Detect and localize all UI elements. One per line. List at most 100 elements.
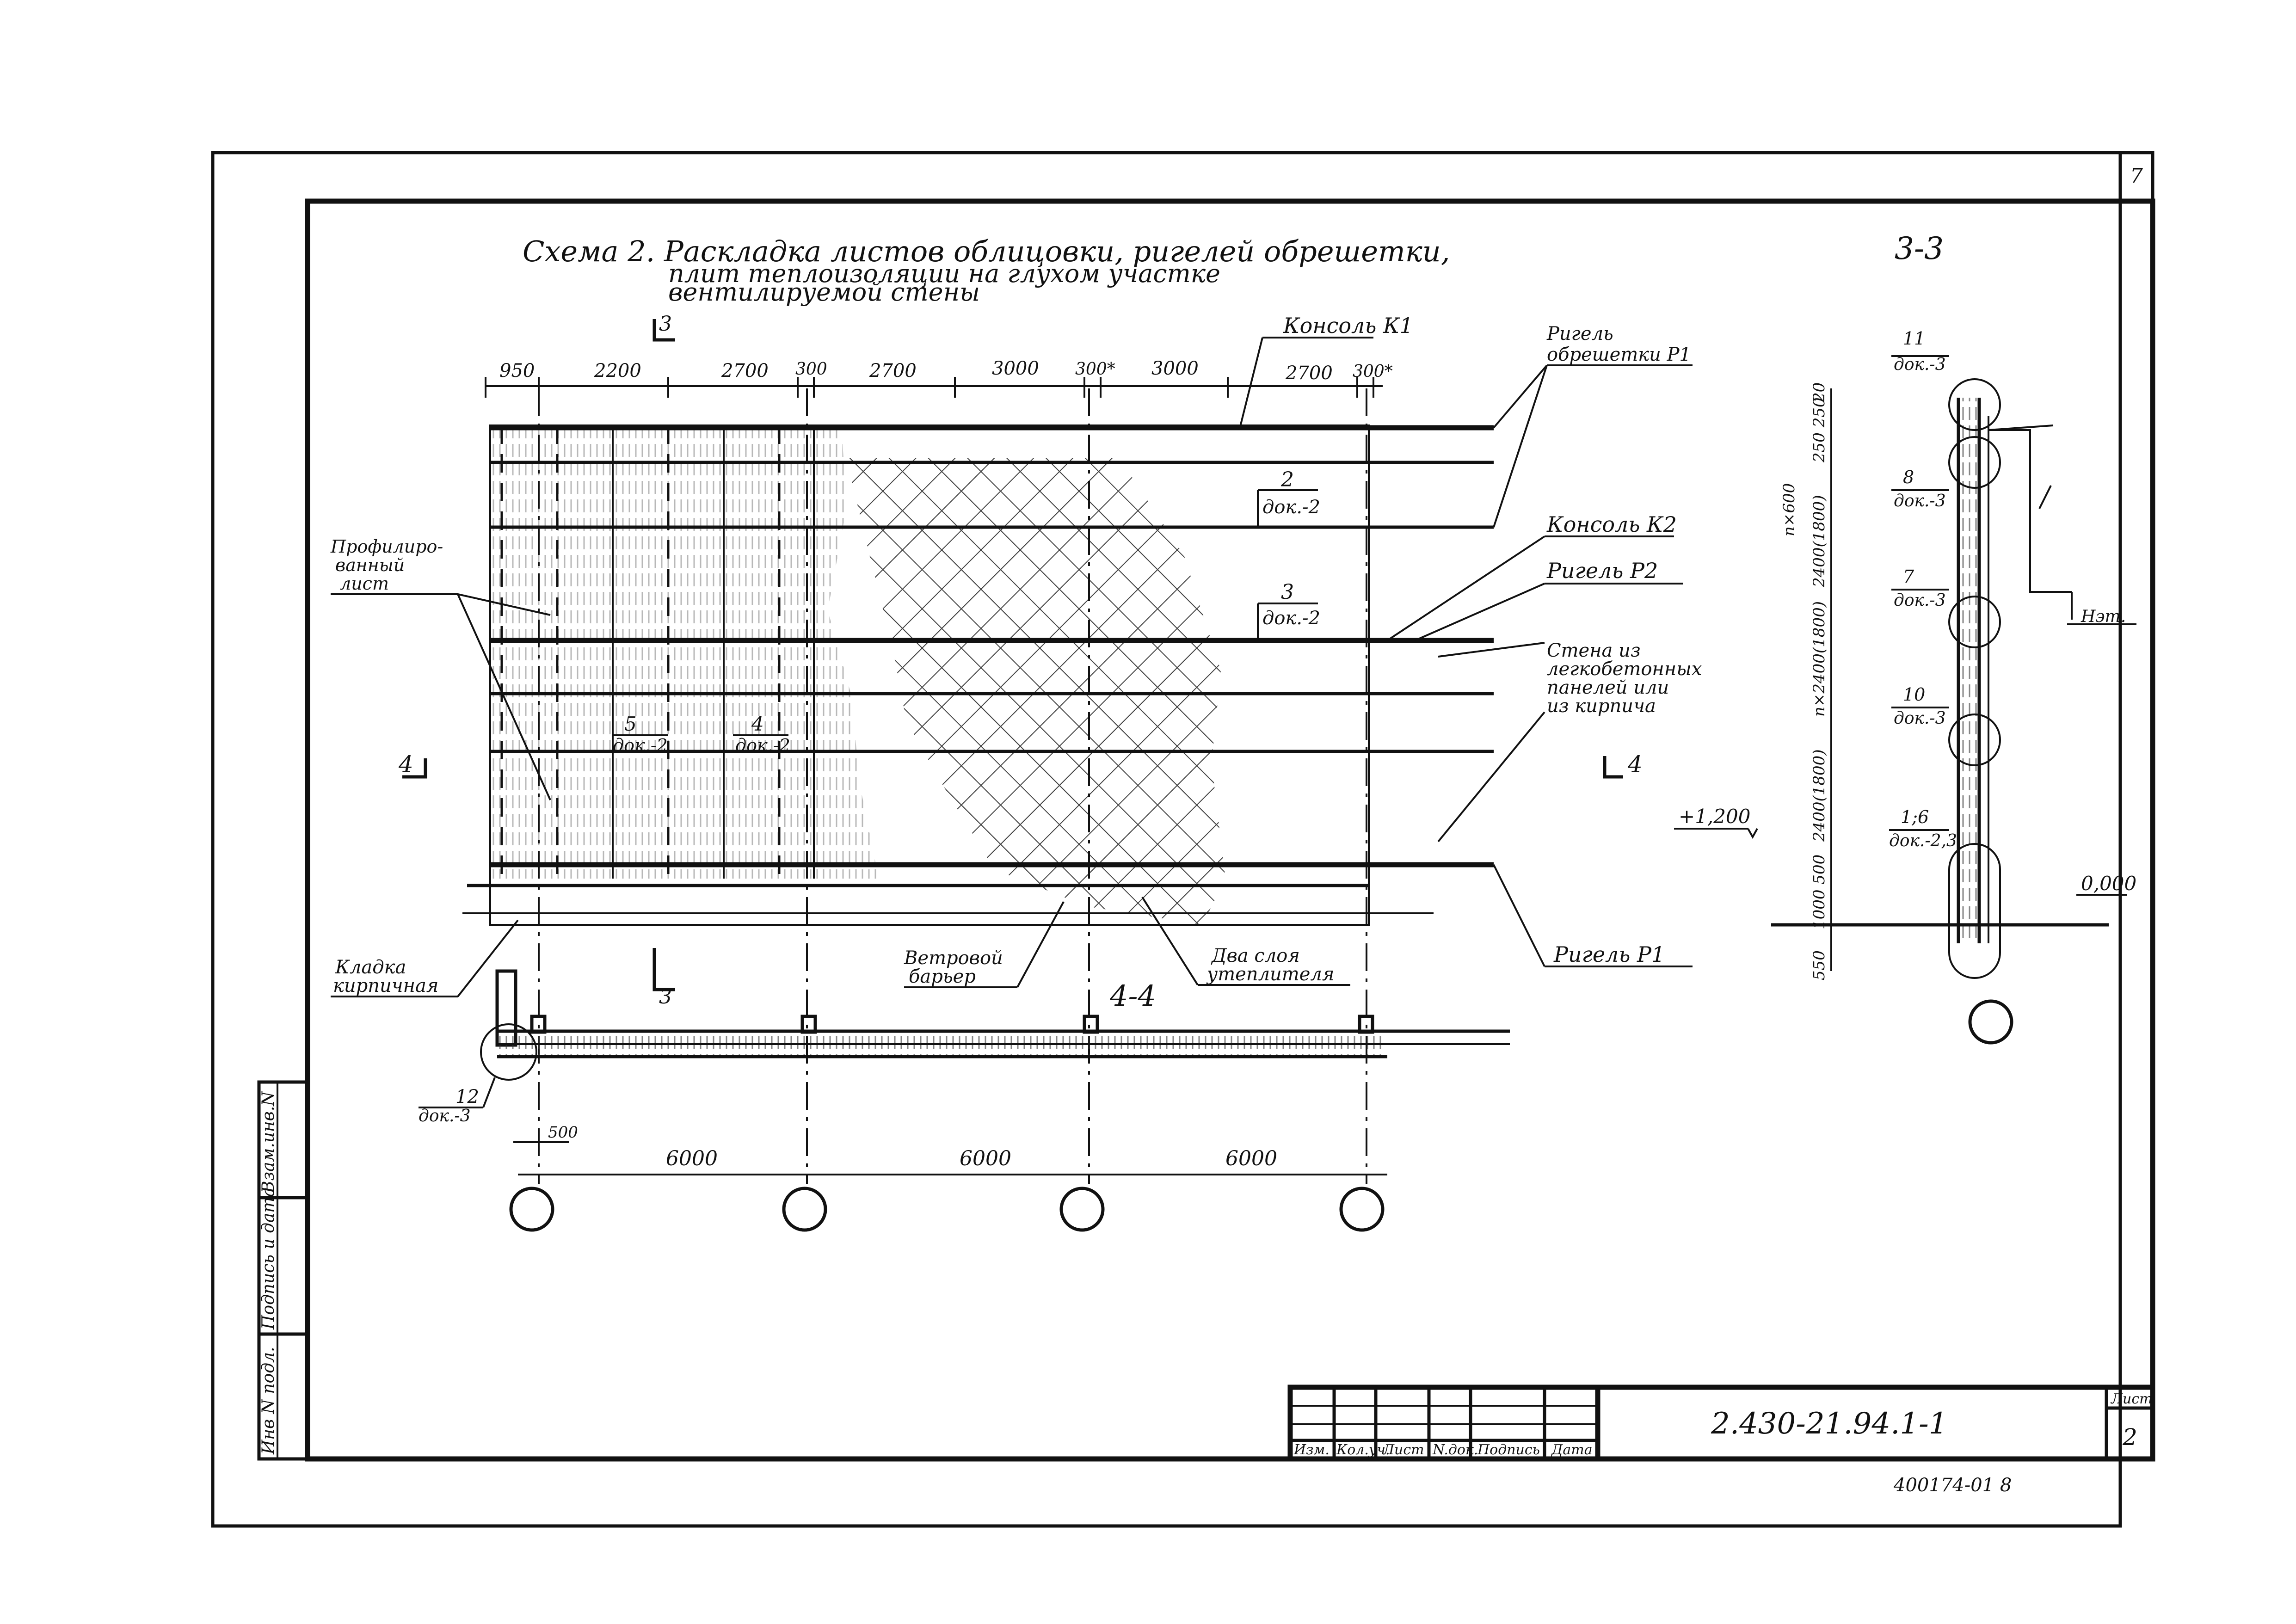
profiled-sheet-area [490, 425, 879, 879]
node-1-6-capsule [1948, 843, 2001, 979]
svg-text:док.-2,3: док.-2,3 [1889, 831, 1957, 850]
cut-3-top-label: 3 [659, 312, 672, 336]
tb-sheet-label: Лист [2110, 1391, 2153, 1407]
svg-text:3: 3 [1281, 580, 1294, 604]
console-k2-label: Консоль К2 [1546, 512, 1677, 537]
rigel-p2-label: Ригель Р2 [1546, 558, 1658, 583]
svg-text:док.-2: док.-2 [613, 735, 668, 756]
cut-mark-3-top [652, 319, 675, 342]
axis-bubble-1 [509, 1187, 554, 1232]
console-k1-label: Консоль К1 [1283, 313, 1413, 338]
sec-dim-2400-b: 2400(1800) [1810, 749, 1828, 842]
axis-bubble-2 [782, 1187, 827, 1232]
scheme-title-line-3: вентилируемой стены [668, 277, 980, 307]
dim-300-a: 300 [795, 360, 827, 379]
wind-barrier-label-1: Ветровой [904, 947, 1003, 969]
svg-text:док.-2: док.-2 [1262, 608, 1320, 629]
insulation-crosshatch [846, 458, 1225, 925]
plan-dim-2: 6000 [960, 1147, 1011, 1170]
sec-dim-2400-a: 2400(1800) [1810, 495, 1828, 588]
tb-col-izm: Изм. [1293, 1442, 1330, 1458]
stamp-inv-orig: Инв N подл. [259, 1347, 278, 1455]
node-11-circle [1948, 378, 2001, 431]
callout-4: 4 док.-2 [733, 713, 790, 756]
section-callouts: 11 док.-3 8 док.-3 7 док.-3 10 док.-3 1;… [1889, 328, 1957, 850]
dim-300-star-a: 300* [1075, 360, 1115, 379]
profiled-sheet-label-3: лист [340, 573, 389, 594]
two-layers-label-1: Два слоя [1211, 945, 1300, 966]
tb-col-ndok: N.док. [1432, 1442, 1478, 1458]
inner-frame [305, 198, 2155, 1462]
svg-text:5: 5 [624, 713, 637, 735]
dim-3000-b: 3000 [1151, 358, 1199, 379]
axis-bubble-4 [1339, 1187, 1385, 1232]
two-layers-label-2: утеплителя [1206, 964, 1334, 985]
profiled-sheet-label-2: ванный [335, 555, 405, 575]
rigel-lines [462, 425, 1494, 914]
sec-dim-1000-500: 1000 500 [1810, 855, 1828, 929]
outer-frame [211, 151, 2122, 1528]
side-stamp: Взам.инв.N Подпись и дата Инв N подл. [257, 1080, 309, 1461]
corner-page-box [2118, 151, 2154, 203]
plan-dim-1: 6000 [666, 1147, 718, 1170]
cut-4-left-label: 4 [398, 751, 413, 778]
node-7-circle [1948, 596, 2001, 648]
sec-dim-20: 20 [1810, 382, 1828, 403]
scheme-title-line-2: плит теплоизоляции на глухом участке [668, 259, 1220, 288]
cut-mark-3-bottom [652, 948, 675, 991]
svg-text:4: 4 [751, 713, 764, 735]
svg-text:док.-2: док.-2 [735, 735, 790, 756]
tb-sheet-number: 2 [2122, 1424, 2137, 1451]
cut-4-right-label: 4 [1627, 751, 1643, 778]
node-8-circle [1948, 436, 2001, 489]
wall-label-3: панелей или [1547, 677, 1669, 698]
cut-3-bottom-label: 3 [659, 985, 672, 1009]
rigel-p1-top-label-1: Ригель [1546, 323, 1613, 344]
elevation-view: 950 2200 2700 300 2700 3000 300* 3000 27… [330, 312, 1702, 1184]
tb-designation: 2.430-21.94.1-1 [1711, 1407, 1947, 1441]
sec-dim-550: 550 [1810, 950, 1828, 980]
svg-text:док.-3: док.-3 [1894, 355, 1946, 374]
brick-masonry-label-2: кирпичная [333, 975, 438, 997]
plan-callout-doc: док.-3 [419, 1107, 471, 1126]
dim-300-star-b: 300* [1353, 362, 1393, 381]
svg-text:док.-2: док.-2 [1262, 497, 1320, 518]
dim-2200: 2200 [594, 360, 641, 381]
dim-2700-a: 2700 [721, 360, 769, 381]
plan-offset-dim: 500 [548, 1123, 578, 1142]
dim-950: 950 [499, 360, 535, 381]
archive-code: 400174-01 8 [1893, 1475, 2012, 1496]
callout-3: 3 док.-2 [1257, 580, 1320, 640]
svg-text:8: 8 [1903, 467, 1914, 487]
dim-3000-a: 3000 [992, 358, 1039, 379]
svg-text:док.-3: док.-3 [1894, 492, 1946, 511]
svg-text:2: 2 [1280, 468, 1294, 492]
axis-bubble-3 [1059, 1187, 1105, 1232]
cut-mark-4-right [1603, 756, 1623, 779]
section-3-3-title: 3-3 [1895, 231, 1944, 266]
profiled-sheet-label-1: Профилиро- [330, 536, 443, 557]
wall-label-1: Стена из [1547, 640, 1641, 661]
wind-barrier-label-2: барьер [909, 966, 976, 987]
plan-4-4: 4-4 12 док.-3 500 6000 6000 6000 [419, 969, 1510, 1232]
wall-label-4: из кирпича [1547, 695, 1656, 717]
h-level-label: Нэт. [2081, 607, 2126, 626]
tb-col-kol: Кол.уч. [1336, 1442, 1390, 1458]
scheme-title-line-1: Схема 2. Раскладка листов облицовки, риг… [523, 234, 1450, 268]
sheet-joints [500, 425, 815, 879]
brick-masonry-label-1: Кладка [335, 957, 406, 978]
section-3-3: Нэт. 11 док.-3 8 док.-3 7 док.-3 10 док.… [1674, 328, 2136, 1045]
tb-col-list: Лист [1382, 1442, 1424, 1458]
cut-mark-4-left [402, 758, 427, 779]
rigel-p1-bottom-label: Ригель Р1 [1553, 942, 1665, 967]
callout-5: 5 док.-2 [613, 713, 668, 756]
sec-dim-nx600: n×600 [1780, 483, 1798, 536]
svg-text:10: 10 [1903, 684, 1925, 705]
section-4-4-title: 4-4 [1109, 979, 1156, 1013]
level-plus-1200: +1,200 [1679, 805, 1750, 828]
level-zero: 0,000 [2081, 872, 2136, 895]
plan-node-circle [480, 1023, 537, 1081]
rigel-p1-top-label-2: обрешетки Р1 [1547, 344, 1691, 365]
svg-text:7: 7 [1903, 566, 1914, 587]
